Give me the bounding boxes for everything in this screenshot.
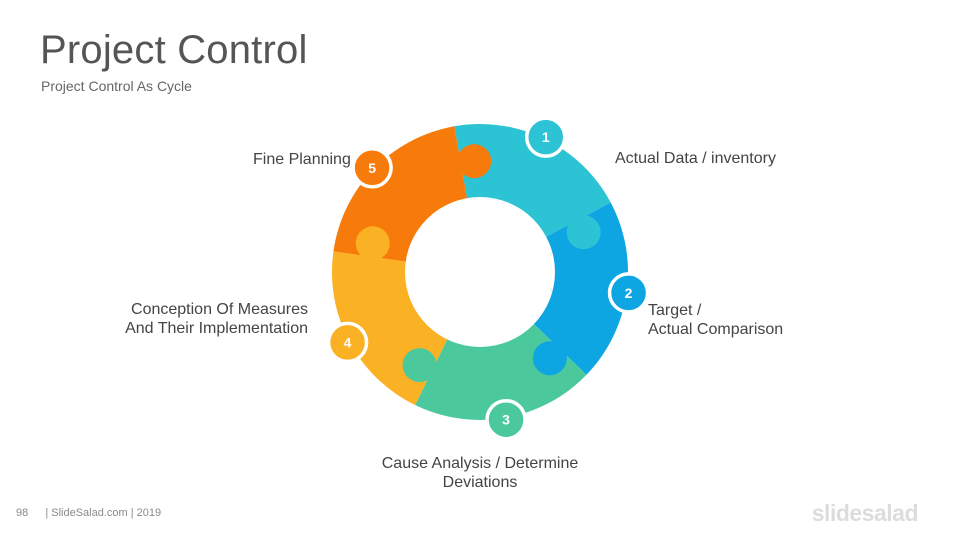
step-label-line: Fine Planning: [253, 151, 351, 168]
step-badge-number: 3: [502, 412, 510, 428]
step-label-line: Cause Analysis / Determine: [381, 455, 579, 472]
puzzle-tab-4: [355, 226, 390, 261]
slide-subtitle: Project Control As Cycle: [41, 78, 192, 94]
step-label-line: And Their Implementation: [125, 320, 308, 337]
ring-segment-1: [454, 123, 611, 238]
step-label-line: Actual Comparison: [648, 321, 784, 338]
slide-title: Project Control: [40, 28, 308, 72]
step-label-line: Target /: [648, 302, 702, 319]
step-badge-3: 3: [485, 398, 527, 441]
step-badge-number: 2: [625, 285, 633, 301]
step-badge-number: 1: [542, 129, 550, 145]
step-badge-circle: [326, 321, 369, 364]
step-badge-circle: [607, 272, 650, 314]
step-label-line: Deviations: [442, 474, 518, 491]
step-badge-4: 4: [326, 321, 369, 364]
step-badge-circle: [351, 147, 393, 189]
step-label-line: Actual Data / inventory: [615, 150, 776, 167]
step-label-line: Conception Of Measures: [131, 301, 308, 318]
ring-segment-2: [533, 202, 628, 375]
step-badge-circle: [525, 116, 567, 158]
puzzle-tab-3: [402, 348, 437, 383]
ring-center-hole: [405, 197, 555, 347]
brand-logo: slidesalad: [811, 500, 919, 526]
step-label-4: Cause Analysis / Determine Deviations: [360, 454, 600, 492]
step-badge-2: 2: [607, 272, 650, 314]
step-badge-5: 5: [351, 147, 393, 189]
puzzle-tab-2: [532, 341, 567, 376]
step-badge-1: 1: [525, 116, 567, 158]
step-label-2: Actual Data / inventory: [615, 149, 776, 168]
step-badge-number: 5: [368, 160, 376, 176]
step-label-1: Fine Planning: [253, 150, 351, 169]
step-label-5: Conception Of Measures And Their Impleme…: [88, 300, 308, 338]
footer: 98 | SlideSalad.com | 2019: [16, 507, 161, 519]
puzzle-tab-1: [566, 215, 601, 250]
step-label-3: Target / Actual Comparison: [648, 301, 783, 339]
page-number: 98: [16, 507, 29, 519]
step-badge-number: 4: [344, 334, 352, 350]
footer-credit: | SlideSalad.com | 2019: [45, 507, 162, 519]
step-badge-circle: [485, 398, 527, 441]
puzzle-tab-5: [457, 144, 492, 179]
